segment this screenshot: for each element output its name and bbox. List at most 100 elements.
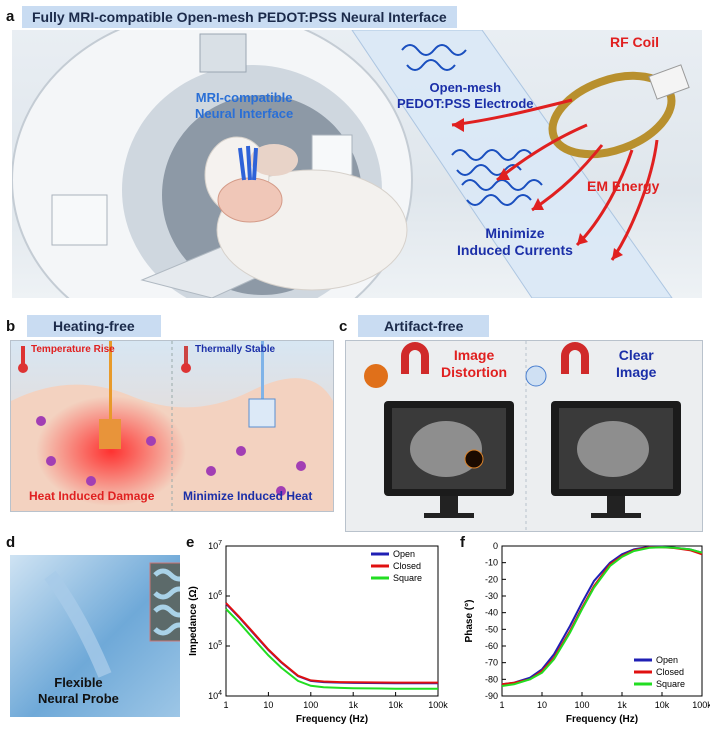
x-tick-label: 10k	[655, 700, 670, 710]
mesh-electrode-icon	[525, 365, 547, 387]
rat-brain	[217, 177, 283, 223]
panel-e-label: e	[186, 534, 195, 551]
y-tick-label: -20	[485, 574, 498, 584]
clear-line2: Image	[616, 364, 657, 380]
series-line-square	[501, 546, 703, 687]
x-tick-label: 1k	[348, 700, 358, 710]
brain-tissue-scene	[11, 341, 333, 511]
x-tick-label: 10	[263, 700, 273, 710]
mesh-probe-wire	[261, 341, 264, 401]
flexible-probe-shank	[44, 570, 112, 678]
x-tick-label: 100k	[692, 700, 710, 710]
y-tick-label: -70	[485, 658, 498, 668]
panel-b-banner: Heating-free	[27, 315, 161, 337]
em-arrowheads	[452, 118, 623, 260]
metal-probe-tip	[99, 419, 121, 449]
monitor-right-base	[591, 513, 641, 518]
electrode-label: Open-mesh PEDOT:PSS Electrode	[397, 80, 534, 112]
minimize-heat-label: Minimize Induced Heat	[183, 489, 313, 503]
y-tick-label: 107	[208, 540, 222, 551]
temperature-rise-label: Temperature Rise	[31, 344, 115, 355]
flexible-probe-label: Flexible Neural Probe	[38, 675, 119, 707]
y-tick-label: 0	[493, 541, 498, 551]
thermometer-hot	[18, 346, 28, 373]
panel-c-illustration: Image Distortion Clear Image	[345, 340, 703, 532]
legend-label-open: Open	[656, 655, 678, 665]
image-distortion-label: Image Distortion	[441, 347, 507, 381]
rf-coil-label: RF Coil	[610, 34, 659, 50]
panel-d-label: d	[6, 534, 16, 551]
electrode-label-line2: PEDOT:PSS Electrode	[397, 96, 534, 111]
y-axis-label: Impedance (Ω)	[188, 586, 199, 656]
distorted-electrode-icon	[364, 364, 388, 388]
probe-photo	[44, 562, 180, 678]
mesh-probe-tip	[248, 398, 276, 428]
serpentine-mesh	[153, 568, 180, 636]
x-tick-label: 1k	[617, 700, 627, 710]
monitor-left-base	[424, 513, 474, 518]
electrode-label-line1: Open-mesh	[429, 80, 502, 95]
panel-d-photo: Flexible Neural Probe	[10, 555, 180, 717]
em-energy-label: EM Energy	[587, 178, 660, 194]
plot-frame	[225, 545, 439, 697]
distortion-line1: Image	[453, 347, 495, 363]
artifact-dark-spot	[464, 449, 484, 469]
panel-a-label: a	[6, 8, 15, 25]
mri-monitor	[199, 33, 247, 73]
minimize-line2: Induced Currents	[457, 242, 573, 258]
thermally-stable-label: Thermally Stable	[195, 344, 276, 355]
y-tick-label: -80	[485, 674, 498, 684]
y-tick-label: 104	[208, 690, 222, 701]
distortion-line2: Distortion	[441, 364, 508, 380]
probe-line1: Flexible	[54, 675, 103, 690]
legend-label-square: Square	[656, 679, 685, 689]
panel-b-illustration: Temperature Rise Thermally Stable Heat I…	[10, 340, 334, 512]
neural-interface-probes	[238, 145, 258, 181]
series-line-square	[225, 608, 438, 690]
panel-c-label: c	[339, 318, 348, 335]
y-tick-label: 106	[208, 590, 222, 601]
mri-side-panel-right	[311, 134, 353, 176]
y-tick-label: -90	[485, 691, 498, 701]
mri-scan-right	[577, 421, 649, 477]
clear-line1: Clear	[618, 347, 654, 363]
magnet-icon-left	[401, 342, 429, 374]
y-tick-label: -30	[485, 591, 498, 601]
mri-label-line2: Neural Interface	[195, 106, 294, 121]
legend-label-closed: Closed	[393, 561, 421, 571]
y-tick-label: -40	[485, 608, 498, 618]
x-tick-label: 100	[574, 700, 589, 710]
monitor-scene	[364, 341, 681, 531]
metal-probe-wire	[109, 341, 112, 421]
open-mesh-pattern	[401, 44, 543, 206]
x-axis-label: Frequency (Hz)	[296, 714, 368, 725]
heat-zone	[36, 396, 186, 506]
electrode-sheet	[351, 30, 673, 298]
x-tick-label: 10k	[388, 700, 403, 710]
panel-a-banner: Fully MRI-compatible Open-mesh PEDOT:PSS…	[22, 6, 457, 28]
monitor-left-stand	[440, 496, 458, 514]
y-tick-label: 105	[208, 640, 222, 651]
y-tick-label: -50	[485, 624, 498, 634]
monitor-right-stand	[607, 496, 625, 514]
legend-label-square: Square	[393, 573, 422, 583]
mri-neural-interface-label: MRI-compatible Neural Interface	[195, 90, 293, 122]
legend-label-closed: Closed	[656, 667, 684, 677]
heat-damage-label: Heat Induced Damage	[29, 489, 155, 503]
x-tick-label: 1	[223, 700, 228, 710]
neurons	[36, 416, 306, 496]
x-tick-label: 100	[303, 700, 318, 710]
mri-scan-left	[410, 421, 482, 477]
minimize-line1: Minimize	[485, 225, 545, 241]
x-axis-label: Frequency (Hz)	[566, 714, 638, 725]
panel-b-label: b	[6, 318, 16, 335]
x-tick-label: 100k	[428, 700, 448, 710]
series-line-closed	[225, 602, 438, 684]
legend-label-open: Open	[393, 549, 415, 559]
clear-image-label: Clear Image	[616, 347, 656, 381]
rat-ear	[250, 144, 298, 176]
y-tick-label: -10	[485, 558, 498, 568]
panel-f-label: f	[460, 534, 465, 551]
